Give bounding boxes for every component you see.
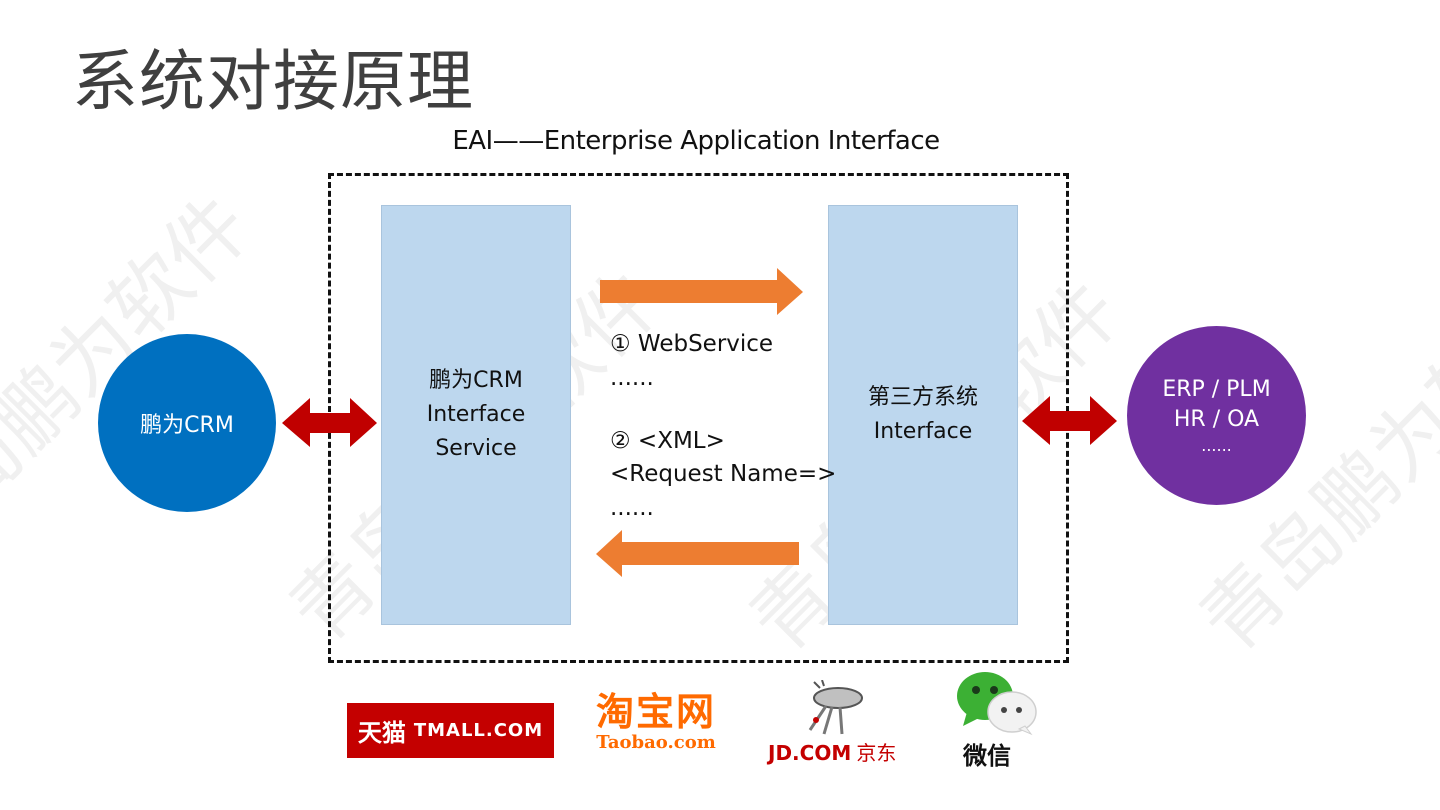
third-party-line: 第三方系统: [867, 385, 978, 410]
crm-node: 鹏为CRM: [98, 334, 276, 512]
jd-logo-cn: 京东: [856, 741, 897, 765]
external-systems-node: ERP / PLM HR / OA ......: [1127, 326, 1306, 505]
protocol-note: ......: [610, 365, 654, 391]
crm-interface-line: Interface: [426, 402, 526, 427]
protocol-note: ① WebService: [610, 331, 774, 357]
tmall-logo-en: TMALL.COM: [413, 720, 544, 741]
crm-node-label: 鹏为CRM: [140, 413, 234, 438]
jd-dog-icon: [808, 680, 863, 735]
tmall-logo-cn: 天猫: [357, 719, 406, 747]
arrow-right-icon: [600, 268, 803, 315]
jd-logo: JD.COM 京东: [768, 680, 910, 765]
third-party-interface: 第三方系统 Interface: [828, 205, 1018, 625]
crm-interface-line: 鹏为CRM: [429, 368, 523, 393]
external-system-line: ......: [1201, 435, 1232, 455]
wechat-logo: 微信: [955, 668, 1040, 770]
crm-interface-service: 鹏为CRM Interface Service: [381, 205, 571, 625]
tmall-logo: 天猫 TMALL.COM: [347, 703, 554, 758]
external-system-line: HR / OA: [1173, 406, 1260, 432]
taobao-logo-cn: 淘宝网: [595, 690, 716, 734]
external-system-line: ERP / PLM: [1162, 376, 1271, 402]
jd-logo-en: JD.COM: [768, 741, 852, 765]
double-arrow-right-icon: [1022, 396, 1117, 445]
wechat-logo-cn: 微信: [963, 742, 1011, 770]
slide-title: 系统对接原理: [72, 43, 474, 120]
wechat-icon: [957, 672, 1037, 736]
eai-label: EAI——Enterprise Application Interface: [452, 126, 940, 156]
double-arrow-left-icon: [282, 398, 377, 447]
protocol-note: <Request Name=>: [610, 461, 837, 487]
taobao-logo: 淘宝网 Taobao.com: [583, 692, 729, 754]
taobao-logo-en: Taobao.com: [596, 732, 716, 753]
third-party-line: Interface: [873, 419, 973, 444]
protocol-note: ② <XML>: [610, 428, 725, 454]
crm-interface-line: Service: [435, 436, 517, 461]
protocol-note: ......: [610, 495, 654, 521]
arrow-left-icon: [596, 530, 799, 577]
